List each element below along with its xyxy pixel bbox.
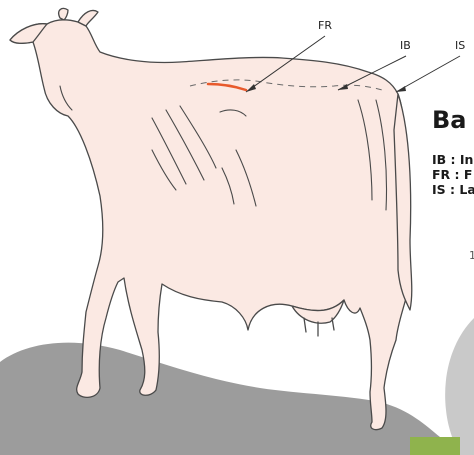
green-block xyxy=(410,437,460,455)
callout-label-is: IS xyxy=(455,40,465,51)
panel-title: Ba xyxy=(432,108,467,132)
callout-label-ib: IB xyxy=(400,40,411,51)
side-circle-shape xyxy=(445,318,474,455)
page-fragment-number: 1 xyxy=(469,250,474,261)
callout-label-fr: FR xyxy=(318,20,332,31)
legend-item-is: IS : La xyxy=(432,184,474,197)
legend-item-ib: IB : In xyxy=(432,154,473,167)
legend-item-fr: FR : F xyxy=(432,169,472,182)
